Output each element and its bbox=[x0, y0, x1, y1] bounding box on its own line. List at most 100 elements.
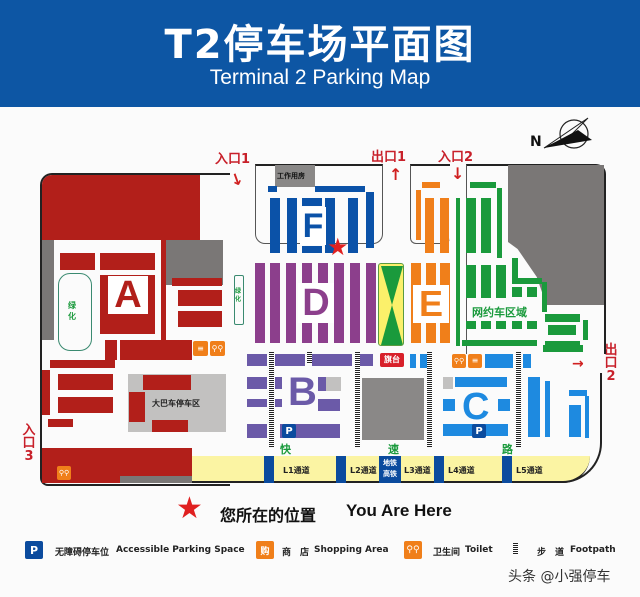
parking-row bbox=[366, 263, 376, 343]
parking-row bbox=[247, 377, 267, 389]
parking-row bbox=[270, 263, 280, 343]
corridor-l4: L4通道 bbox=[448, 466, 475, 475]
corridor-l5: L5通道 bbox=[516, 466, 543, 475]
compass-north-label: N bbox=[530, 134, 542, 150]
greenery-mid-label: 绿化 bbox=[235, 288, 242, 303]
parking-row bbox=[58, 374, 113, 390]
flag-island bbox=[378, 263, 404, 346]
legend-toilet-en: Toilet bbox=[465, 545, 493, 555]
parking-row bbox=[485, 354, 513, 368]
zone-a-top-block bbox=[42, 175, 200, 240]
corridor-divider bbox=[502, 456, 512, 483]
exit-1-label: 出口1 bbox=[371, 150, 407, 165]
parking-row bbox=[585, 396, 589, 438]
shopping-icon: 购 bbox=[256, 541, 274, 559]
central-structure bbox=[362, 378, 424, 440]
entrance-2-arrow-icon: ↓ bbox=[451, 164, 465, 183]
corridor-divider bbox=[434, 456, 444, 483]
parking-row bbox=[366, 192, 374, 248]
parking-row bbox=[481, 198, 491, 253]
parking-row bbox=[512, 287, 522, 297]
footpath-icon bbox=[355, 352, 360, 447]
zone-a-road-right bbox=[165, 240, 223, 285]
parking-row bbox=[481, 265, 491, 298]
zone-a-road bbox=[42, 240, 54, 340]
work-room-label: 工作用房 bbox=[277, 172, 305, 180]
entrance-3-label: 入 口 3 bbox=[22, 423, 36, 464]
parking-row bbox=[105, 340, 117, 360]
parking-row bbox=[178, 290, 222, 306]
bus-parking-label: 大巴车停车区 bbox=[152, 399, 200, 408]
legend-shopping-cn: 商 店 bbox=[282, 548, 310, 558]
parking-row bbox=[247, 424, 267, 438]
parking-row bbox=[100, 253, 155, 270]
parking-row bbox=[583, 320, 588, 340]
parking-row bbox=[161, 240, 166, 340]
exit-1-arrow-icon: ↑ bbox=[389, 165, 403, 184]
parking-row bbox=[456, 198, 460, 346]
parking-row bbox=[270, 198, 280, 253]
parking-row bbox=[466, 198, 476, 253]
parking-row bbox=[348, 198, 358, 253]
parking-row bbox=[318, 377, 326, 391]
parking-row bbox=[312, 354, 352, 366]
parking-row bbox=[315, 186, 365, 192]
you-are-here-star-icon: ★ bbox=[327, 233, 349, 261]
parking-row bbox=[466, 265, 476, 298]
parking-row bbox=[302, 246, 322, 253]
you-are-here-cn: 您所在的位置 bbox=[220, 506, 317, 525]
parking-row bbox=[497, 188, 502, 258]
expressway-label-1: 快 bbox=[280, 443, 291, 456]
zone-b-label: B bbox=[288, 370, 317, 414]
parking-row bbox=[543, 345, 583, 352]
parking-row bbox=[172, 278, 222, 286]
parking-row bbox=[496, 321, 506, 329]
parking-row bbox=[466, 321, 476, 329]
zone-c-label: C bbox=[462, 386, 490, 428]
parking-row bbox=[120, 340, 192, 360]
parking-row bbox=[462, 340, 537, 346]
parking-row bbox=[410, 354, 416, 368]
entrance-1-arrow-icon: ↓ bbox=[227, 168, 247, 191]
corridor-l3: L3通道 bbox=[404, 466, 431, 475]
exit-2-label: 出 口 2 bbox=[604, 343, 618, 384]
parking-row bbox=[325, 198, 335, 253]
parking-row bbox=[275, 399, 282, 407]
zone-a-label: A bbox=[108, 276, 148, 314]
greenery-a-label: 绿化 bbox=[68, 301, 76, 321]
parking-row bbox=[496, 265, 506, 298]
flag-platform-label: 旗台 bbox=[380, 353, 404, 367]
legend-accessible-cn: 无障碍停车位 bbox=[55, 548, 110, 558]
parking-row bbox=[512, 278, 542, 284]
legend-footpath-en: Footpath bbox=[570, 545, 616, 555]
footpath-icon bbox=[307, 352, 312, 364]
parking-row bbox=[48, 419, 73, 427]
restricted-block bbox=[443, 377, 453, 389]
parking-row bbox=[60, 253, 95, 270]
parking-row bbox=[545, 314, 580, 322]
toilet-icon-c: ⚲⚲ bbox=[452, 354, 466, 368]
parking-row bbox=[58, 397, 113, 413]
parking-row bbox=[455, 377, 507, 387]
parking-row bbox=[440, 198, 449, 253]
zone-f-label: F bbox=[300, 207, 326, 245]
page-title: T2停车场平面图 bbox=[164, 22, 476, 68]
legend-shopping-en: Shopping Area bbox=[314, 545, 389, 555]
parking-row bbox=[302, 198, 322, 206]
exit-2-arrow-icon: → bbox=[572, 356, 584, 372]
watermark: 头条 @小强停车 bbox=[508, 569, 611, 585]
greenery-a bbox=[58, 273, 92, 351]
parking-row bbox=[100, 318, 155, 334]
parking-row bbox=[286, 263, 296, 343]
bus-row bbox=[152, 420, 188, 432]
footpath-icon-legend bbox=[513, 543, 518, 555]
parking-row bbox=[523, 354, 531, 368]
parking-row bbox=[422, 182, 440, 188]
work-room bbox=[275, 165, 315, 187]
parking-row bbox=[416, 190, 421, 240]
parking-row bbox=[178, 311, 222, 327]
parking-row bbox=[512, 321, 522, 329]
shop-icon-c: ≡ bbox=[468, 354, 482, 368]
toilet-icon-lower: ⚲⚲ bbox=[57, 466, 71, 480]
lower-road bbox=[120, 476, 192, 483]
